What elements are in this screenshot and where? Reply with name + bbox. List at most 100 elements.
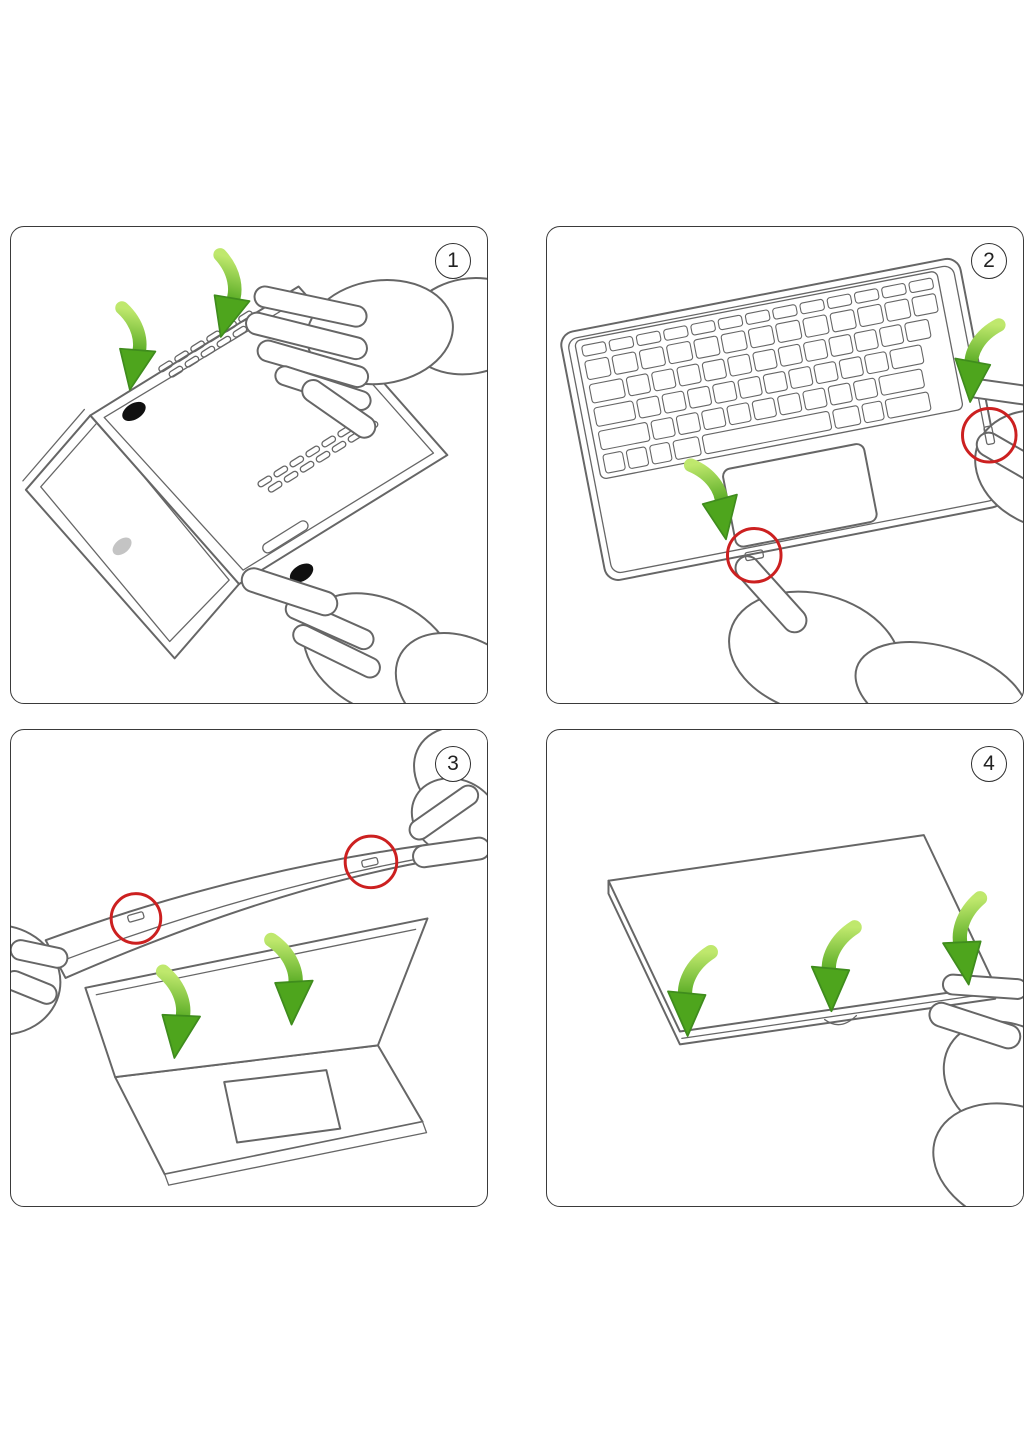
bottom-hand-icon <box>728 555 1023 703</box>
keyboard-well <box>574 271 964 480</box>
step-number-badge: 2 <box>971 243 1007 279</box>
keyboard-key <box>636 395 662 419</box>
keyboard-key <box>802 314 830 338</box>
keyboard-key <box>853 288 880 304</box>
keyboard-key <box>701 410 833 455</box>
keyboard-key <box>661 390 687 414</box>
cover-clip <box>127 911 145 923</box>
closed-laptop <box>607 834 997 1046</box>
keyboard-key <box>889 344 925 370</box>
keyboard-key <box>777 343 803 367</box>
keyboard-key <box>747 325 775 349</box>
clip-highlight-circle <box>343 834 399 890</box>
keyboard-key <box>752 348 778 372</box>
lid-base-seam <box>681 992 996 1040</box>
keyboard-key <box>826 293 853 309</box>
keyboard-key <box>908 277 934 294</box>
display-edge-line <box>22 408 86 482</box>
keyboard-key <box>638 346 666 370</box>
keyboard-key <box>881 283 907 299</box>
keyboard-key <box>904 318 932 343</box>
keyboard-key <box>676 363 702 387</box>
step-3-illustration <box>11 730 487 1186</box>
keyboard-key <box>751 397 777 421</box>
keyboard-key <box>744 309 771 325</box>
keyboard-key <box>878 368 925 396</box>
keyboard-key <box>701 407 727 431</box>
laptop-top-case <box>560 257 1005 581</box>
step-number-badge: 1 <box>435 243 471 279</box>
bottom-case-lip <box>103 299 435 571</box>
display-bezel-line <box>40 420 230 643</box>
keyboard-key <box>879 324 905 347</box>
keyboard-key <box>799 298 825 315</box>
keyboard-key <box>838 356 864 380</box>
step-4-illustration <box>607 834 1023 1206</box>
keyboard-key <box>827 382 853 406</box>
step-panel-3: 3 <box>10 729 488 1207</box>
thumb-notch <box>824 1014 858 1026</box>
clip-highlight-circle <box>725 526 783 584</box>
pressing-hand-icon <box>245 276 487 439</box>
lid-edges <box>607 879 997 1033</box>
keyboard-key <box>635 330 662 347</box>
logo-spot <box>112 537 132 556</box>
rubber-foot <box>289 563 314 583</box>
keyboard-key <box>853 329 879 352</box>
keyboard-key <box>649 442 673 465</box>
keyboard-key <box>588 378 626 404</box>
keyboard-key <box>720 330 748 354</box>
keyboard-key <box>884 298 912 322</box>
step-2-illustration <box>560 257 1023 703</box>
base-front-edge <box>164 1121 428 1186</box>
left-hand-icon <box>11 924 69 1036</box>
keyboard-key <box>762 371 788 394</box>
keyboard-key <box>611 351 639 375</box>
keyboard-key <box>803 339 829 362</box>
gripping-hand-icon <box>928 973 1023 1206</box>
step-panel-4: 4 <box>546 729 1024 1207</box>
edge-clip <box>983 425 996 446</box>
keyboard-key <box>856 303 884 328</box>
keyboard-key <box>593 400 637 427</box>
keyboard-key <box>853 377 879 401</box>
trackpad <box>223 1069 342 1144</box>
keyboard-key <box>598 422 651 451</box>
keyboard-key <box>663 325 689 341</box>
step-panel-2: 2 <box>546 226 1024 704</box>
keyboard-key <box>802 387 828 411</box>
edge-clip <box>744 549 765 562</box>
keyboard-key <box>884 391 932 419</box>
keyboard-key <box>813 361 839 384</box>
keyboard-key <box>861 400 885 424</box>
keyboard-key <box>581 341 607 357</box>
keyboard-key <box>777 392 803 416</box>
keyboard-key <box>690 320 716 336</box>
cover-inner-line <box>57 856 430 963</box>
holding-hand-icon <box>240 567 487 703</box>
keyboard-key <box>672 436 702 460</box>
hinge-indent <box>262 520 309 554</box>
right-hand-icon <box>966 377 1023 531</box>
keyboard-key <box>737 375 763 399</box>
keyboard-key <box>651 368 677 392</box>
keyboard-key <box>788 366 814 389</box>
keyboard-key <box>717 314 744 331</box>
keyboard-key <box>832 405 862 429</box>
keyboard-key <box>911 293 939 317</box>
display-edge-line <box>95 928 417 996</box>
cover-clip <box>361 856 379 868</box>
keyboard-key <box>584 356 612 380</box>
keyboard-key <box>602 451 626 474</box>
keyboard-keys <box>581 277 939 474</box>
keyboard-key <box>727 353 753 377</box>
keyboard-key <box>828 334 854 357</box>
keyboard-key <box>625 446 650 469</box>
keyboard-key <box>675 412 701 435</box>
keyboard-key <box>693 335 721 359</box>
keyboard-key <box>666 340 694 365</box>
keyboard-key <box>701 358 727 382</box>
keyboard-key <box>625 373 651 397</box>
keyboard-key <box>608 336 635 352</box>
